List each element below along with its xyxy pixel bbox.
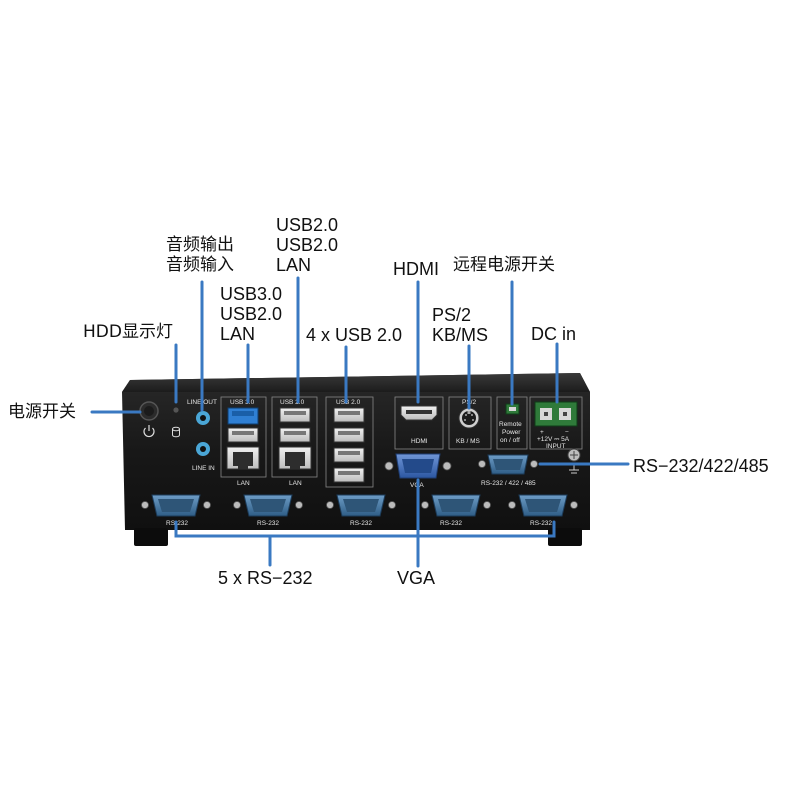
rs-multi-label: RS-232 / 422 / 485 xyxy=(481,480,536,487)
remote-label-3: on / off xyxy=(500,437,520,444)
io-block-3: USB 2.0 xyxy=(325,396,374,488)
callout-dc-in: DC in xyxy=(531,324,577,344)
callout-ps2-line1: PS/2 xyxy=(432,305,472,325)
dc-in-connector[interactable] xyxy=(534,401,578,427)
lan-label-block1: LAN xyxy=(237,480,250,487)
lan-port-block2[interactable] xyxy=(278,446,312,470)
right-foot xyxy=(548,528,582,546)
callout-usb-lan-1-line2: USB2.0 xyxy=(220,304,283,324)
callout-hdd-led: HDD显示灯 xyxy=(83,322,173,342)
dc-input-label: INPUT xyxy=(546,443,566,450)
usb2-port-block3-2[interactable] xyxy=(333,427,365,443)
vga-port[interactable] xyxy=(384,453,452,479)
rs232-port-2[interactable] xyxy=(233,494,303,517)
hdmi-port[interactable] xyxy=(400,405,438,421)
callout-hdmi: HDMI xyxy=(393,259,439,279)
usb2-port-block2-bottom[interactable] xyxy=(279,427,311,443)
power-button[interactable] xyxy=(139,401,159,421)
rs-multi-block: RS-232 / 422 / 485 xyxy=(478,448,581,487)
rs-multi-port[interactable] xyxy=(478,454,538,475)
callout-audio: 音频输出 音频输入 xyxy=(166,235,234,275)
ground-screw-icon xyxy=(567,448,581,462)
bracket-5x-rs232 xyxy=(174,520,556,538)
io-block-2: USB 2.0 LAN xyxy=(271,396,318,487)
ps2-block: PS/2 KB / MS xyxy=(448,396,492,450)
usb2-port-block2-top[interactable] xyxy=(279,407,311,423)
ground-symbol-icon xyxy=(569,465,579,474)
callout-ps2-line2: KB/MS xyxy=(432,325,489,345)
usb3-label: USB 3.0 xyxy=(230,399,255,406)
callout-5x-rs232: 5 x RS−232 xyxy=(218,568,313,588)
rs232-label-3: RS-232 xyxy=(350,520,372,527)
callout-audio-in: 音频输入 xyxy=(166,255,234,275)
dc-minus-label: − xyxy=(565,429,569,436)
usb2-port-block3-4[interactable] xyxy=(333,467,365,483)
line-in-jack[interactable] xyxy=(196,442,210,456)
hdmi-label: HDMI xyxy=(411,438,428,445)
callout-remote-power: 远程电源开关 xyxy=(453,255,555,275)
lan-label-block2: LAN xyxy=(289,480,302,487)
rs232-port-4[interactable] xyxy=(421,494,491,517)
dc-plus-label: + xyxy=(540,429,544,436)
rs232-label-5: RS-232 xyxy=(530,520,552,527)
rs232-port-3[interactable] xyxy=(326,494,396,517)
callout-usb-lan-2-line3: LAN xyxy=(276,255,312,275)
callout-power-switch: 电源开关 xyxy=(8,402,76,422)
callout-usb-lan-1-line1: USB3.0 xyxy=(220,284,283,304)
left-foot xyxy=(134,528,168,546)
kbms-label: KB / MS xyxy=(456,438,481,445)
hdd-icon xyxy=(172,426,180,438)
callout-usb-lan-2: USB2.0 USB2.0 LAN xyxy=(276,215,338,275)
rs232-label-2: RS-232 xyxy=(257,520,279,527)
line-in-label: LINE IN xyxy=(192,465,215,472)
lan-port-block1[interactable] xyxy=(226,446,260,470)
rs232-port-5[interactable] xyxy=(508,494,578,517)
remote-power-connector[interactable] xyxy=(505,403,520,415)
usb2-label-block3: USB 2.0 xyxy=(336,399,361,406)
usb2-port-block1[interactable] xyxy=(227,427,259,443)
usb2-label-block2: USB 2.0 xyxy=(280,399,305,406)
power-icon xyxy=(143,425,155,438)
callout-audio-out: 音频输出 xyxy=(166,235,234,255)
callout-4x-usb: 4 x USB 2.0 xyxy=(306,325,403,345)
dc-rating-label: +12V ⎓ 5A xyxy=(537,436,570,443)
callout-usb-lan-2-line1: USB2.0 xyxy=(276,215,339,235)
callout-lines xyxy=(90,276,630,568)
callout-usb-lan-2-line2: USB2.0 xyxy=(276,235,339,255)
io-block-1: USB 3.0 LAN xyxy=(220,396,267,487)
callout-vga: VGA xyxy=(397,568,436,588)
usb3-port[interactable] xyxy=(227,407,259,425)
usb2-port-block3-1[interactable] xyxy=(333,407,365,423)
line-out-jack[interactable] xyxy=(196,411,210,425)
callout-ps2: PS/2 KB/MS xyxy=(432,305,488,345)
callout-usb-lan-1: USB3.0 USB2.0 LAN xyxy=(220,284,282,344)
rs232-port-1[interactable] xyxy=(141,494,211,517)
rs232-label-4: RS-232 xyxy=(440,520,462,527)
hdd-led xyxy=(173,407,179,413)
callout-rs-multi: RS−232/422/485 xyxy=(633,456,769,476)
ps2-port[interactable] xyxy=(458,407,480,429)
usb2-port-block3-3[interactable] xyxy=(333,447,365,463)
callout-usb-lan-1-line3: LAN xyxy=(220,324,256,344)
remote-label-1: Remote xyxy=(499,421,522,428)
remote-label-2: Power xyxy=(502,429,521,436)
